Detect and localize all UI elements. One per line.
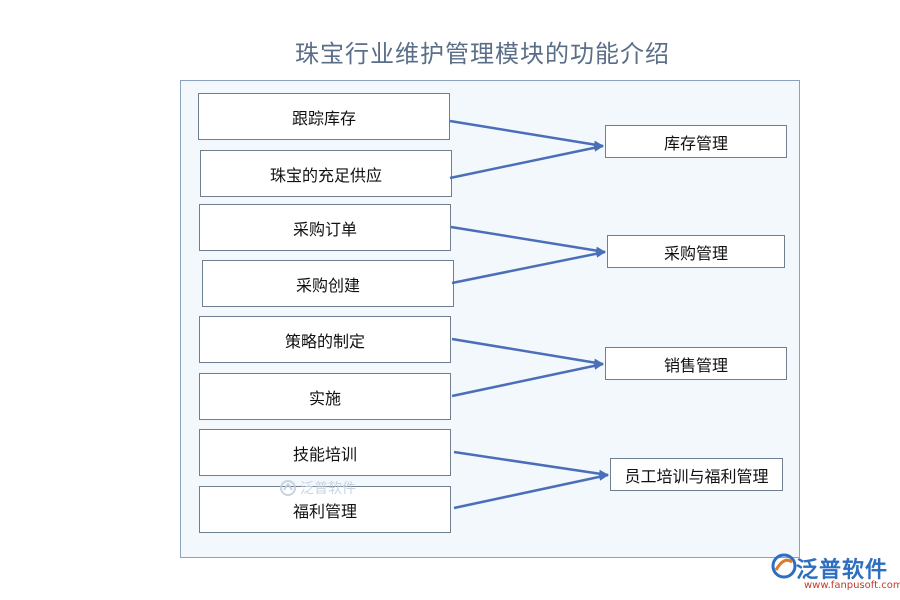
source-box-implementation: 实施 — [199, 373, 451, 420]
target-box-inventory: 库存管理 — [605, 125, 787, 158]
source-box-purchase-order: 采购订单 — [199, 204, 451, 251]
watermark-logo-icon — [280, 480, 296, 496]
target-box-staff: 员工培训与福利管理 — [610, 458, 783, 491]
target-box-purchasing: 采购管理 — [607, 235, 785, 268]
source-box-purchase-create: 采购创建 — [202, 260, 454, 307]
source-box-adequate-supply: 珠宝的充足供应 — [200, 150, 452, 197]
brand-url: www.fanpusoft.com — [804, 580, 900, 591]
source-box-skill-training: 技能培训 — [199, 429, 451, 476]
brand-logo: 泛普软件 www.fanpusoft.com — [770, 550, 900, 596]
source-box-strategy: 策略的制定 — [199, 316, 451, 363]
source-box-track-inventory: 跟踪库存 — [198, 93, 450, 140]
brand-logo-icon — [771, 553, 797, 579]
source-box-welfare: 福利管理 — [199, 486, 451, 533]
target-box-sales: 销售管理 — [605, 347, 787, 380]
page-title: 珠宝行业维护管理模块的功能介绍 — [295, 40, 670, 68]
brand-name: 泛普软件 — [796, 558, 889, 583]
watermark-center: 泛普软件 — [280, 478, 356, 498]
watermark-center-text: 泛普软件 — [300, 481, 356, 497]
